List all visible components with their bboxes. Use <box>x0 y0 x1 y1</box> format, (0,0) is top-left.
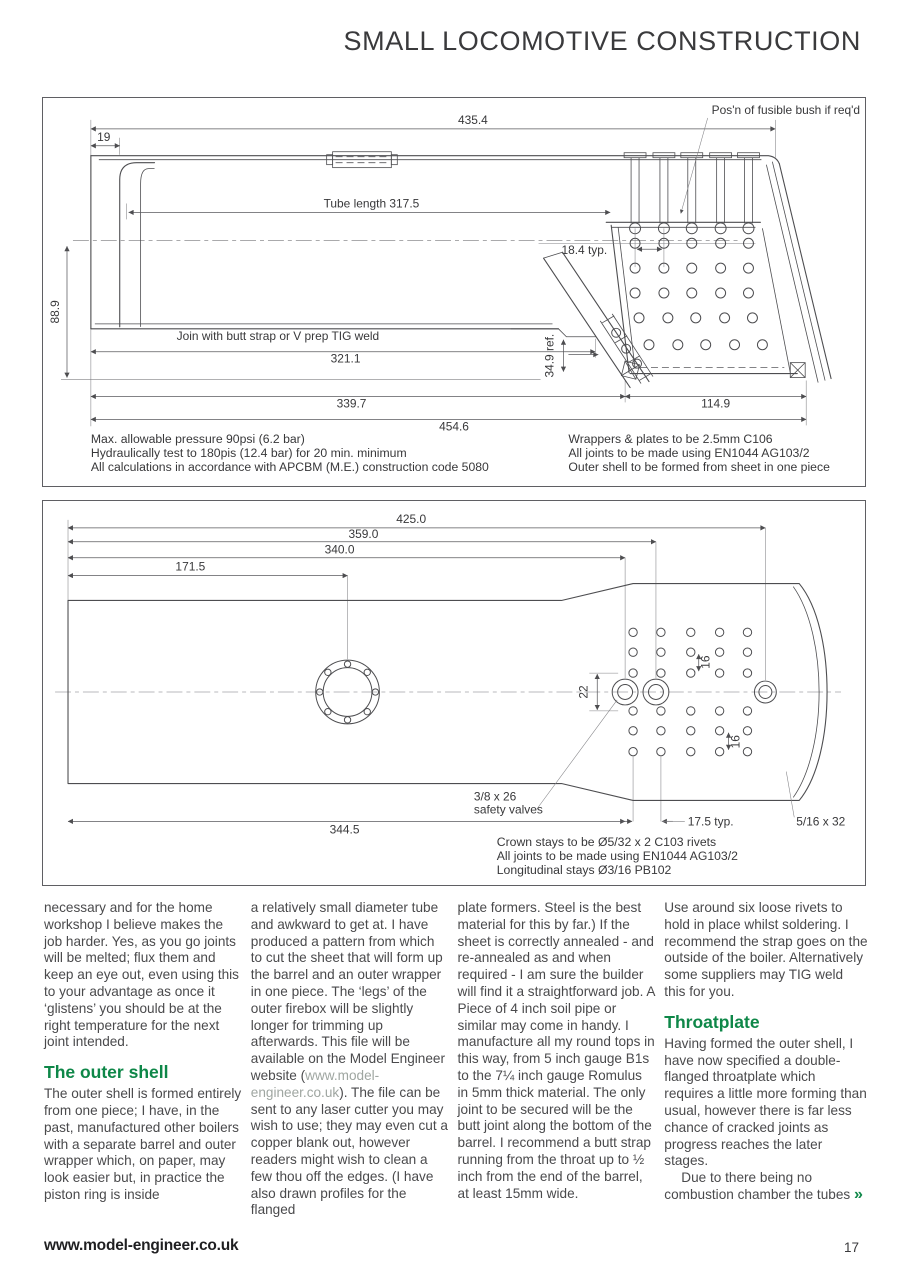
throatplate-and-strap <box>510 251 654 389</box>
dimensions: 425.0 359.0 340.0 171.5 22 16 16 344.5 <box>67 512 766 836</box>
join-note-label: Join with butt strap or V prep TIG weld <box>177 329 380 343</box>
fusible-bush-leader <box>679 117 708 214</box>
dim-16b-label: 16 <box>729 735 743 749</box>
boiler-side-elevation-drawing: 435.4 19 Tube length 317.5 88.9 18.4 typ… <box>48 103 860 474</box>
note-wrappers: Wrappers & plates to be 2.5mm C106 <box>568 432 772 446</box>
stay-grid <box>538 228 768 351</box>
website-url-text: www.model-engineer.co.uk <box>250 1067 380 1100</box>
extension-lines <box>67 519 766 822</box>
dim-3397-label: 339.7 <box>337 396 367 410</box>
note-code: All calculations in accordance with APCB… <box>91 460 489 474</box>
paragraph: Having formed the outer shell, I have no… <box>664 1035 867 1169</box>
note-joints: All joints to be made using EN1044 AG103… <box>568 446 809 460</box>
longitudinal-stay-bush <box>753 680 777 704</box>
dim-4546-label: 454.6 <box>439 419 469 433</box>
stay-516-leader <box>785 771 795 818</box>
article-column-3: plate formers. Steel is the best materia… <box>458 900 656 1219</box>
side-elevation-panel: 435.4 19 Tube length 317.5 88.9 18.4 typ… <box>42 97 866 487</box>
dim-3590-label: 359.0 <box>349 527 379 541</box>
continuation-chevrons-icon: » <box>853 1185 863 1203</box>
note-pressure: Max. allowable pressure 90psi (6.2 bar) <box>91 432 305 446</box>
article-column-4: Use around six loose rivets to hold in p… <box>664 900 868 1219</box>
safety-valves-leader <box>536 699 618 810</box>
page-title: SMALL LOCOMOTIVE CONSTRUCTION <box>343 26 861 56</box>
note-crown-stays: Crown stays to be Ø5/32 x 2 C103 rivets <box>497 835 716 849</box>
dim-19-label: 19 <box>97 130 111 144</box>
section-heading-outer-shell: The outer shell <box>44 1062 169 1083</box>
dim-1149-label: 114.9 <box>701 396 730 410</box>
crown-stay-grid <box>628 627 753 757</box>
footer-website: www.model-engineer.co.uk <box>44 1237 239 1254</box>
safety-valves-label-2: safety valves <box>474 802 543 816</box>
dim-1715-label: 171.5 <box>175 560 205 574</box>
firebox-outline <box>605 161 832 383</box>
note-longitudinal-stays: Longitudinal stays Ø3/16 PB102 <box>497 863 672 877</box>
article-body: necessary and for the home workshop I be… <box>44 900 868 1219</box>
dim-3400-label: 340.0 <box>325 543 355 557</box>
boiler-plan-drawing: 425.0 359.0 340.0 171.5 22 16 16 344.5 <box>55 512 846 877</box>
dim-349-label: 34.9 ref. <box>542 334 556 378</box>
paragraph-text: Due to there being no combustion chamber… <box>664 1170 851 1202</box>
paragraph: The outer shell is formed entirely from … <box>44 1086 242 1202</box>
paragraph: Due to there being no combustion chamber… <box>664 1170 868 1204</box>
butt-strap-detail <box>326 151 398 169</box>
section-heading-throatplate: Throatplate <box>664 1011 760 1032</box>
footer-page-number: 17 <box>843 1240 859 1255</box>
side-view-notes: Max. allowable pressure 90psi (6.2 bar) … <box>91 432 830 474</box>
plan-outline <box>67 583 828 801</box>
paragraph: a relatively small diameter tube and awk… <box>251 900 449 1219</box>
dimensions: 435.4 19 Tube length 317.5 88.9 18.4 typ… <box>48 113 807 433</box>
note-one-piece: Outer shell to be formed from sheet in o… <box>568 460 830 474</box>
dim-4354-label: 435.4 <box>458 113 488 127</box>
fusible-bush-label: Pos'n of fusible bush if req'd <box>712 103 860 117</box>
dim-3211-label: 321.1 <box>331 352 361 366</box>
paragraph: necessary and for the home workshop I be… <box>44 900 239 1050</box>
stay-516-label: 5/16 x 32 <box>796 814 845 828</box>
dim-175-label: 17.5 typ. <box>688 814 734 828</box>
note-joints: All joints to be made using EN1044 AG103… <box>497 849 738 863</box>
safety-valve-bushes <box>611 678 670 706</box>
dim-16a-label: 16 <box>699 655 713 669</box>
dim-4250-label: 425.0 <box>396 512 426 526</box>
dim-tube-length-label: Tube length 317.5 <box>324 196 420 210</box>
barrel-outline <box>90 155 780 330</box>
note-hydraulic-test: Hydraulically test to 180pis (12.4 bar) … <box>91 446 407 460</box>
plan-view-panel: 425.0 359.0 340.0 171.5 22 16 16 344.5 <box>42 500 866 886</box>
dome-bush <box>315 659 380 725</box>
dim-889-label: 88.9 <box>48 300 62 324</box>
article-column-1: necessary and for the home workshop I be… <box>44 900 242 1219</box>
article-column-2: a relatively small diameter tube and awk… <box>251 900 449 1219</box>
paragraph-text: a relatively small diameter tube and awk… <box>250 900 445 1083</box>
paragraph-text: ). The file can be sent to any laser cut… <box>250 1084 448 1218</box>
dim-22-label: 22 <box>576 685 590 699</box>
dim-184-label: 18.4 typ. <box>561 243 607 257</box>
paragraph: plate formers. Steel is the best materia… <box>457 900 655 1201</box>
paragraph: Use around six loose rivets to hold in p… <box>664 900 868 999</box>
dim-3445-label: 344.5 <box>330 822 360 836</box>
plan-view-notes: Crown stays to be Ø5/32 x 2 C103 rivets … <box>497 835 738 877</box>
safety-valves-label-1: 3/8 x 26 <box>474 789 517 803</box>
firebox-stays <box>623 152 760 235</box>
